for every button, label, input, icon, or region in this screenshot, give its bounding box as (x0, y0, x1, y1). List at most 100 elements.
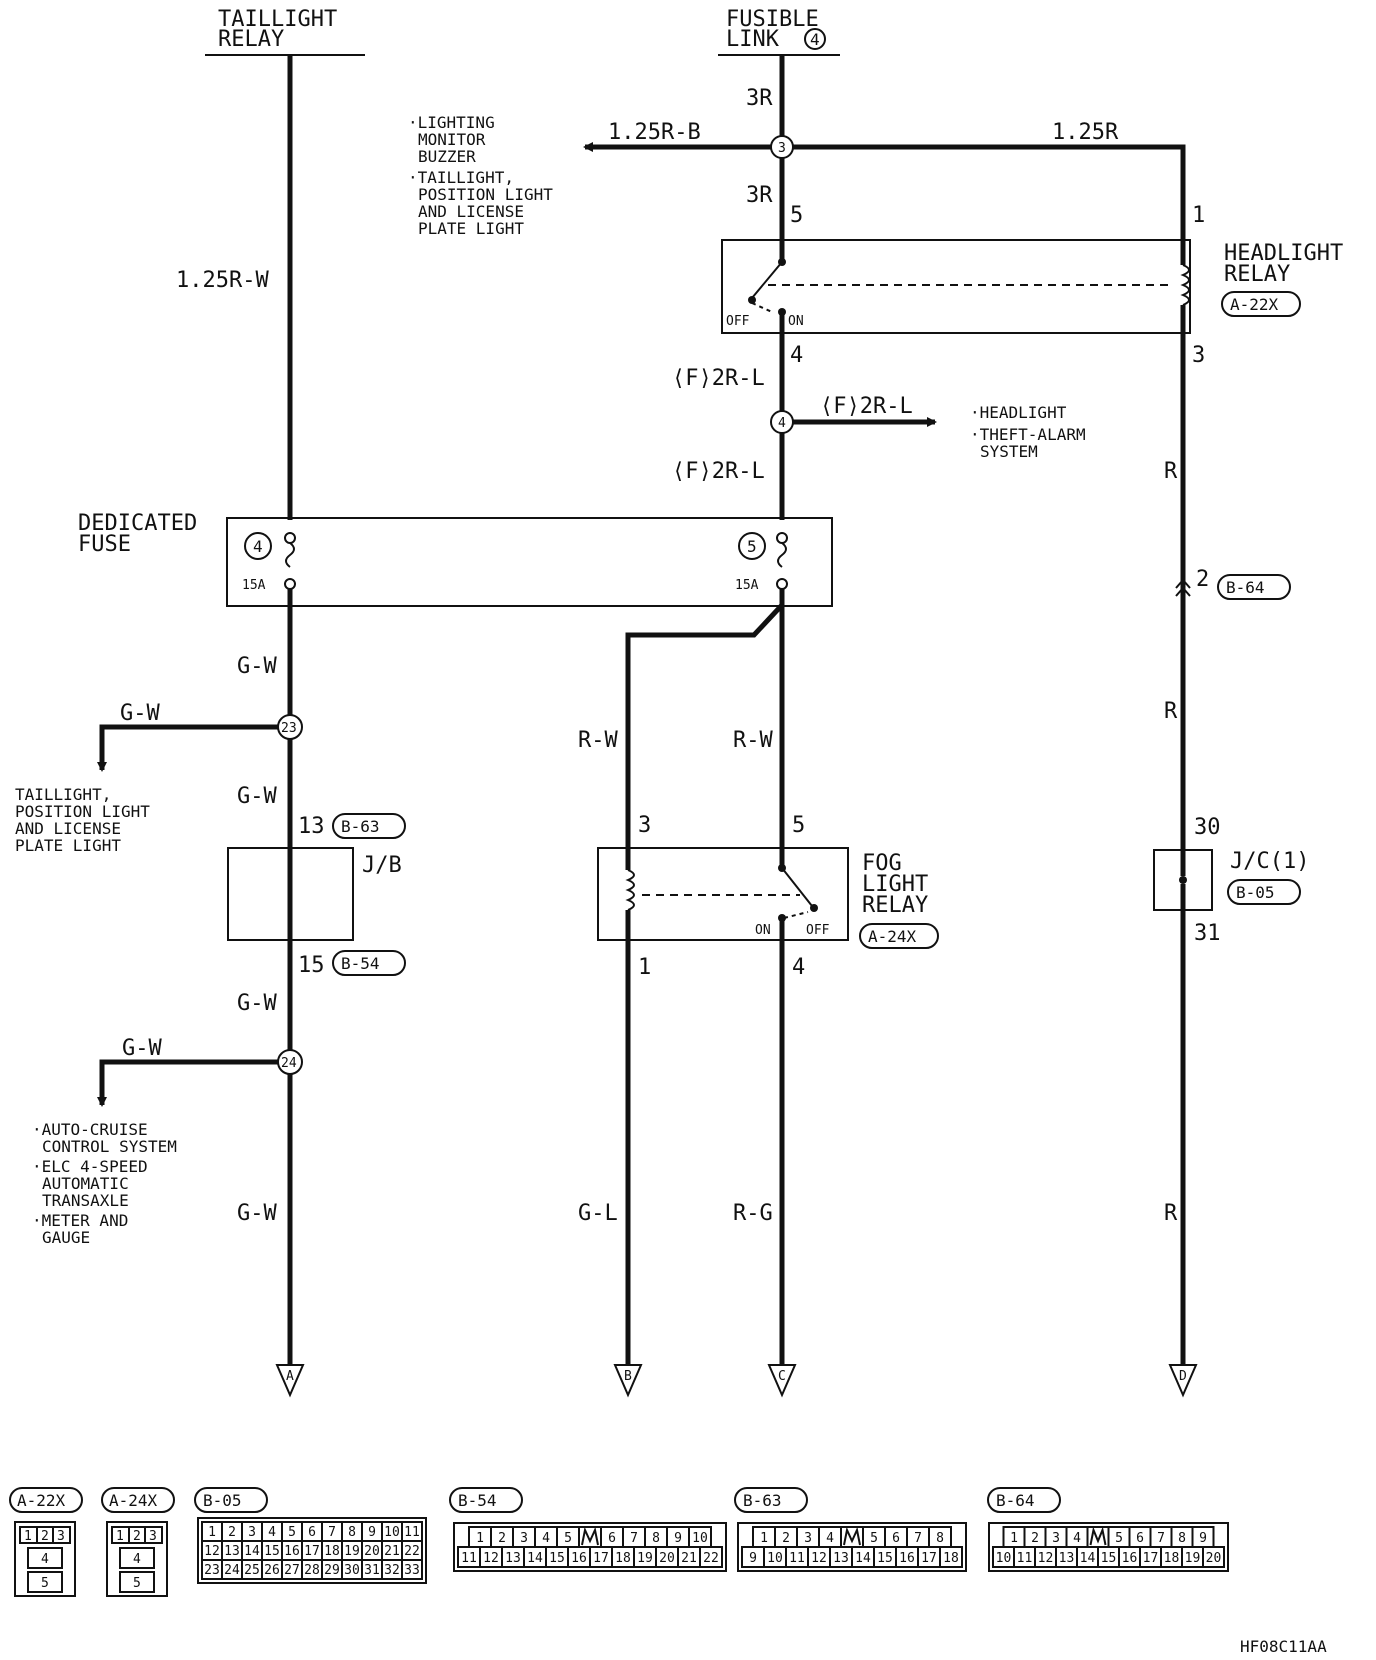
connector-pin: 10 (767, 1551, 783, 1566)
terminals: A B C D (275, 1364, 1198, 1398)
connector-pin: 12 (204, 1544, 220, 1559)
fuse-4-number: 4 (253, 537, 263, 556)
connector-pin: 32 (384, 1563, 400, 1578)
connector-pin: 9 (674, 1531, 682, 1546)
terminal-d-label: D (1179, 1369, 1187, 1384)
connector-a24x-face (106, 1521, 168, 1597)
connector-pin: 6 (1136, 1531, 1144, 1546)
wire-label-gw-b: G-W (120, 701, 160, 726)
connector-pin: 13 (224, 1544, 240, 1559)
connector-pin: 33 (404, 1563, 420, 1578)
connector-pin: 16 (899, 1551, 915, 1566)
connector-pin: 6 (892, 1531, 900, 1546)
connector-pin: 15 (549, 1551, 565, 1566)
connector-a24x-pin: 3 (149, 1529, 157, 1544)
joint-connector-code: B-05 (1236, 883, 1275, 902)
connector-pin: 16 (1122, 1551, 1138, 1566)
wire-label-rw-b: R-W (733, 728, 773, 753)
junction-23-label: 23 (281, 721, 297, 736)
terminal-a-label: A (286, 1369, 294, 1384)
connector-pin: 8 (1178, 1531, 1186, 1546)
taillight-relay-label-1: TAILLIGHT (218, 7, 337, 32)
junction-block-pin-13: 13 (298, 814, 325, 839)
connector-cell (401, 1559, 423, 1580)
connector-pin: 15 (1101, 1551, 1117, 1566)
connector-pin: 29 (324, 1563, 340, 1578)
fog-relay-title-1: FOG (862, 851, 902, 876)
connector-b64-tag (1217, 574, 1291, 600)
wire-label-r-a: R (1164, 459, 1178, 484)
fog-relay-on: ON (755, 923, 771, 938)
joint-connector-code-frame (1227, 879, 1301, 905)
note-line: AUTOMATIC (42, 1174, 129, 1193)
headlight-relay-off: OFF (726, 314, 750, 329)
connector-pin: 18 (615, 1551, 631, 1566)
fog-relay-code-frame (859, 923, 939, 949)
headlight-relay-box (721, 239, 1191, 334)
connector-key-mark (581, 1526, 599, 1546)
connector-pin: 30 (344, 1563, 360, 1578)
connector-outline (453, 1522, 727, 1572)
wire-label-gw-d: G-W (237, 991, 277, 1016)
wire-label-1-25r-w: 1.25R-W (176, 268, 269, 293)
connector-b54-name: B-54 (458, 1491, 497, 1510)
connector-pin: 13 (833, 1551, 849, 1566)
figure-id: HF08C11AA (1240, 1637, 1327, 1656)
note-line: POSITION LIGHT (15, 802, 150, 821)
connector-pin: 21 (681, 1551, 697, 1566)
connector-pin: 16 (571, 1551, 587, 1566)
connector-pin: 9 (368, 1525, 376, 1540)
headlight-relay-code-frame (1221, 291, 1301, 317)
connector-pin: 9 (1199, 1531, 1207, 1546)
terminal-c: C (767, 1364, 797, 1398)
connector-pin: 15 (877, 1551, 893, 1566)
wire-label-gw-e: G-W (122, 1036, 162, 1061)
junctions: 3 4 23 24 (277, 135, 794, 1075)
connector-a22x-pin: 5 (41, 1576, 49, 1591)
terminal-c-label: C (778, 1369, 786, 1384)
connector-pin: 4 (542, 1531, 550, 1546)
wire-label-r-b: R (1164, 699, 1178, 724)
headlight-relay: OFF ON HEADLIGHT RELAY A-22X 5 4 1 3 (721, 203, 1343, 368)
connector-b54-tag (332, 950, 406, 976)
connector-pin: 12 (483, 1551, 499, 1566)
connector-pin: 12 (811, 1551, 827, 1566)
connector-pin: 16 (284, 1544, 300, 1559)
fog-relay-pin-3: 3 (638, 813, 651, 838)
connector-pin: 15 (264, 1544, 280, 1559)
note-taillight-dest: TAILLIGHT, POSITION LIGHT AND LICENSE PL… (15, 785, 150, 855)
connector-b54-tag-label: B-54 (341, 954, 380, 973)
fusible-link-number: 4 (810, 30, 820, 49)
junction-24-label: 24 (281, 1056, 297, 1071)
headlight-relay-title-1: HEADLIGHT (1224, 241, 1343, 266)
connector-pin: 4 (826, 1531, 834, 1546)
fog-relay-pin-1: 1 (638, 955, 651, 980)
note-line: ·HEADLIGHT (970, 403, 1067, 422)
note-line: AND LICENSE (15, 819, 121, 838)
connector-pin: 10 (384, 1525, 400, 1540)
connector-pin: 5 (288, 1525, 296, 1540)
wires (97, 55, 1186, 1365)
connector-a24x-pin: 4 (133, 1552, 141, 1567)
headlight-relay-title-2: RELAY (1224, 262, 1290, 287)
note-line: POSITION LIGHT (418, 185, 553, 204)
connector-pin: 23 (204, 1563, 220, 1578)
connector-pin: 12 (1038, 1551, 1054, 1566)
connector-pin: 11 (1017, 1551, 1033, 1566)
note-line: PLATE LIGHT (15, 836, 121, 855)
fuse-5-number-circle (738, 532, 766, 560)
fog-relay-coil (625, 869, 635, 911)
connector-pin: 18 (1164, 1551, 1180, 1566)
note-headlight-dest: ·HEADLIGHT ·THEFT-ALARM SYSTEM (970, 403, 1086, 461)
junction-24: 24 (277, 1049, 303, 1075)
joint-connector-label: J/C(1) (1230, 849, 1309, 874)
fusible-link-label-2: LINK (726, 27, 780, 52)
wire-label-1-25r: 1.25R (1052, 120, 1119, 145)
wire-label-f2rl-a: ⟨F⟩2R-L (672, 366, 765, 391)
wire-label-gw-c: G-W (237, 784, 277, 809)
fog-relay-title-3: RELAY (862, 893, 928, 918)
